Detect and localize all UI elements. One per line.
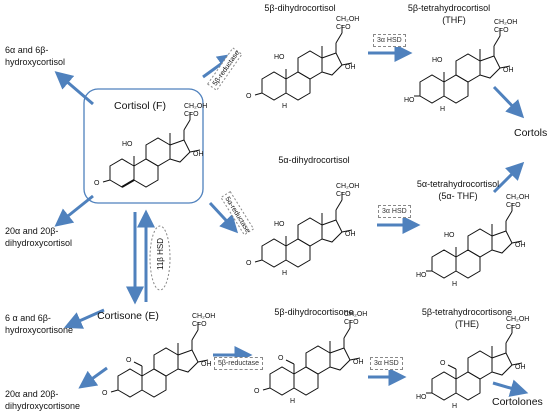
- label-beta-thf: 5β-tetrahydrocortisol: [407, 3, 491, 13]
- svg-text:C=O: C=O: [336, 191, 351, 198]
- svg-text:CH₂OH: CH₂OH: [506, 316, 529, 323]
- label-cortisol: Cortisol (F): [114, 100, 166, 112]
- svg-text:C=O: C=O: [184, 111, 199, 118]
- label-cortisone: Cortisone (E): [97, 310, 159, 322]
- svg-text:5α-reductase: 5α-reductase: [223, 196, 251, 235]
- label-dihydroxycortisol: 20α and 20β-: [5, 226, 59, 236]
- svg-text:O: O: [246, 93, 252, 100]
- svg-text:H: H: [452, 403, 457, 410]
- arrow-to-hydroxycortisol: [54, 71, 94, 106]
- label-alpha-dhf: 5α-dihydrocortisol: [278, 155, 350, 165]
- svg-text:O: O: [254, 388, 260, 395]
- structure-cortisone: O O C=O CH₂OH OH: [102, 313, 215, 398]
- label-beta-thf-abbr: (THF): [442, 15, 466, 25]
- svg-text:C=O: C=O: [344, 319, 359, 326]
- label-cortols: Cortols: [514, 127, 548, 139]
- structure-beta-dhe: O O H C=O CH₂OH OH: [254, 311, 367, 405]
- tag-3a-hsd-the: 3α HSD: [370, 357, 403, 370]
- svg-text:HO: HO: [416, 394, 427, 401]
- svg-text:OH: OH: [515, 364, 526, 371]
- svg-text:O: O: [102, 390, 108, 397]
- svg-text:CH₂OH: CH₂OH: [494, 19, 517, 26]
- tag-3a-hsd-alpha: 3α HSD: [378, 205, 411, 218]
- label-beta-dhe: 5β-dihydrocortisone: [274, 307, 354, 317]
- svg-text:OH: OH: [201, 361, 212, 368]
- svg-text:C=O: C=O: [336, 24, 351, 31]
- svg-text:C=O: C=O: [192, 321, 207, 328]
- svg-text:O: O: [94, 180, 100, 187]
- structure-beta-thf: HO H HO C=O CH₂OH OH: [404, 19, 517, 113]
- svg-text:CH₂OH: CH₂OH: [344, 311, 367, 318]
- structure-beta-dhf: O H HO C=O CH₂OH OH: [246, 16, 359, 110]
- label-alpha-thf: 5α-tetrahydrocortisol: [416, 179, 500, 189]
- hsd11b-ellipse: [149, 225, 171, 291]
- svg-text:O: O: [246, 260, 252, 267]
- arrow-to-dihydroxycortisone: [78, 366, 108, 389]
- structure-alpha-thf: HO H HO C=O CH₂OH OH: [416, 194, 529, 288]
- structure-beta-the: HO O H C=O CH₂OH OH: [416, 316, 529, 410]
- svg-text:O: O: [126, 357, 132, 364]
- arrow-to-dihydroxycortisol: [54, 194, 94, 227]
- svg-text:CH₂OH: CH₂OH: [506, 194, 529, 201]
- svg-text:H: H: [282, 103, 287, 110]
- reaction-arrows: [54, 44, 529, 397]
- svg-text:HO: HO: [416, 272, 427, 279]
- svg-text:CH₂OH: CH₂OH: [192, 313, 215, 320]
- svg-text:C=O: C=O: [506, 324, 521, 331]
- svg-text:CH₂OH: CH₂OH: [336, 16, 359, 23]
- svg-text:CH₂OH: CH₂OH: [336, 183, 359, 190]
- svg-text:CH₂OH: CH₂OH: [184, 103, 207, 110]
- svg-text:H: H: [452, 281, 457, 288]
- cortisol-box: [83, 88, 204, 204]
- svg-text:OH: OH: [345, 231, 356, 238]
- label-hydroxycortisol-2: hydroxycortisol: [5, 57, 66, 67]
- svg-text:O: O: [278, 355, 284, 362]
- alpha-reductase-tag: 5α-reductase: [220, 190, 255, 236]
- svg-text:HO: HO: [404, 97, 415, 104]
- svg-text:OH: OH: [503, 67, 514, 74]
- label-dihydroxycortisone: 20α and 20β-: [5, 389, 59, 399]
- svg-text:H: H: [440, 106, 445, 113]
- label-alpha-thf-abbr: (5α- THF): [438, 191, 478, 201]
- label-dihydroxycortisone-2: dihydroxycortisone: [5, 401, 81, 411]
- arrow-to-hydroxycortisone: [63, 308, 105, 329]
- arrow-to-cortols-from-alpha: [492, 161, 525, 194]
- arrow-to-cortolones: [492, 379, 529, 397]
- arrow-to-alpha-dhf: [208, 201, 239, 234]
- svg-text:HO: HO: [274, 54, 285, 61]
- structure-cortisol: O HO C=O CH₂OH OH: [94, 103, 207, 188]
- structure-alpha-dhf: O H HO C=O CH₂OH OH: [246, 183, 359, 277]
- svg-text:OH: OH: [345, 64, 356, 71]
- hsd11b-label: 11β HSD: [156, 238, 165, 270]
- svg-text:C=O: C=O: [506, 202, 521, 209]
- svg-text:OH: OH: [193, 151, 204, 158]
- svg-text:C=O: C=O: [494, 27, 509, 34]
- tag-3a-hsd-thf: 3α HSD: [373, 34, 406, 47]
- svg-text:OH: OH: [515, 242, 526, 249]
- svg-text:HO: HO: [432, 57, 443, 64]
- label-beta-the-abbr: (THE): [455, 319, 479, 329]
- label-cortolones: Cortolones: [492, 396, 543, 408]
- label-beta-the: 5β-tetrahydrocortisone: [421, 307, 513, 317]
- label-hydroxycortisone: 6 α and 6β-: [5, 313, 51, 323]
- label-dihydroxycortisol-2: dihydroxycortisol: [5, 238, 73, 248]
- svg-text:HO: HO: [274, 221, 285, 228]
- svg-text:OH: OH: [353, 359, 364, 366]
- tag-5b-reductase-e: 5β-reductase: [214, 357, 263, 370]
- arrow-to-cortols-from-thf: [492, 85, 525, 119]
- label-beta-dhf: 5β-dihydrocortisol: [264, 3, 336, 13]
- label-hydroxycortisol: 6α and 6β-: [5, 45, 49, 55]
- svg-text:O: O: [440, 360, 446, 367]
- svg-text:HO: HO: [122, 141, 133, 148]
- svg-text:H: H: [282, 270, 287, 277]
- label-hydroxycortisone-2: hydroxycortisone: [5, 325, 74, 335]
- svg-text:H: H: [290, 398, 295, 405]
- svg-text:HO: HO: [444, 232, 455, 239]
